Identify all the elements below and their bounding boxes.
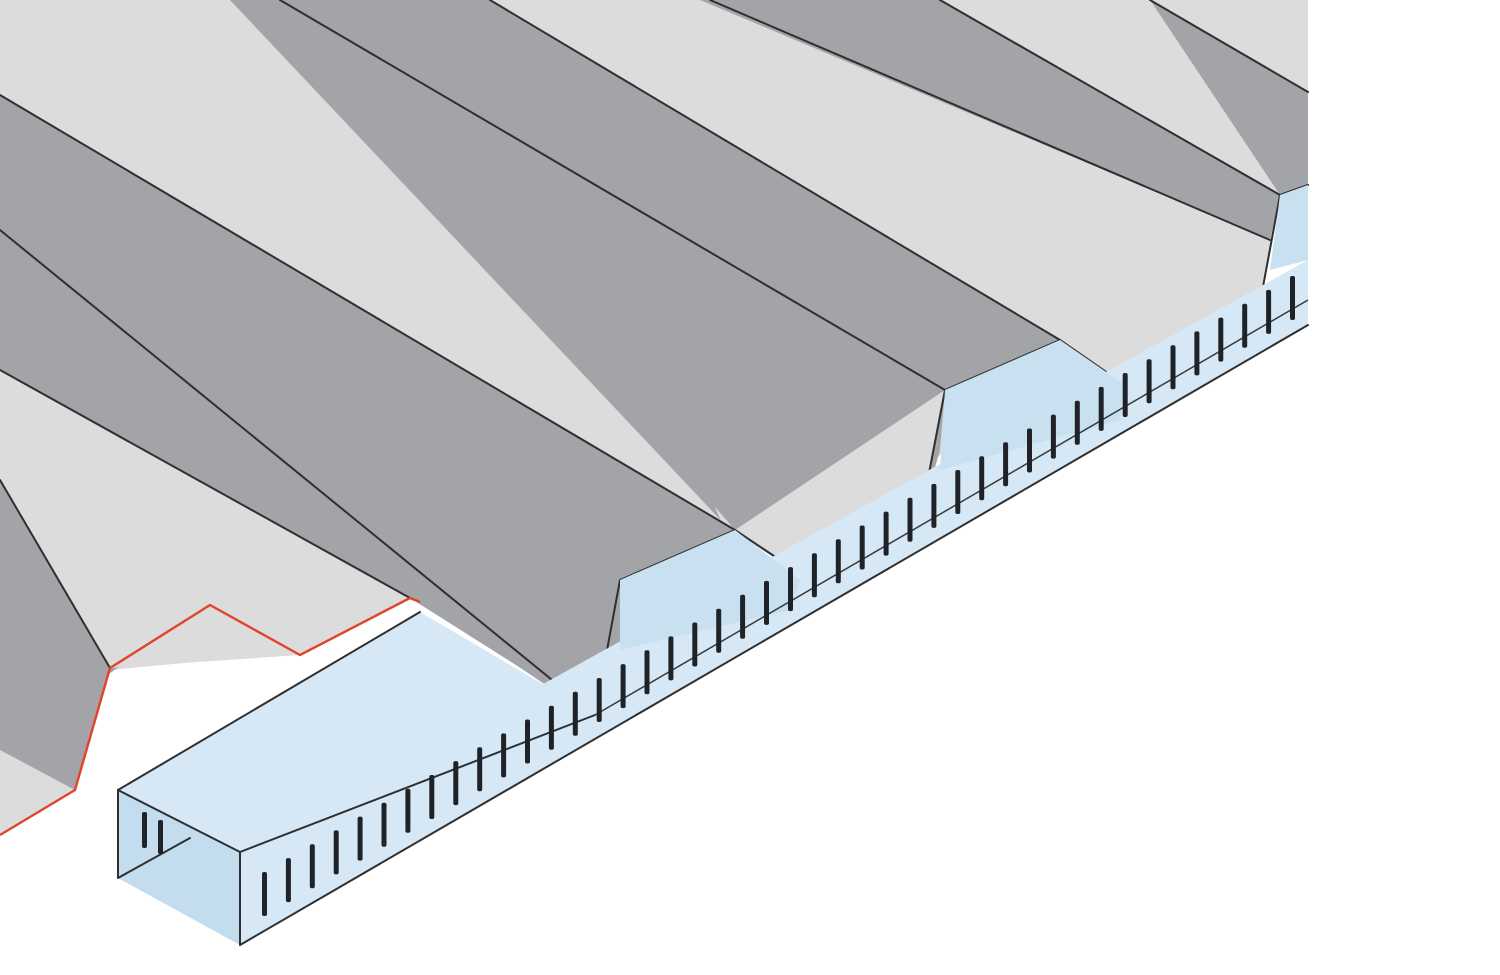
filler-top-face [118,612,595,852]
fold-line-5 [279,0,946,391]
filler-slot [429,775,435,819]
filler-slot [716,608,722,653]
filler-slot [572,691,578,736]
filler-slot [620,664,626,709]
filler-slot [644,650,650,695]
fold-line-8 [939,0,1281,196]
sheet-crest-lower [0,370,410,668]
filler-slot [1003,442,1009,487]
filler-slot [381,802,387,847]
cut-edge-profile [0,596,421,837]
filler-slot [1218,317,1224,362]
filler-outline-bottom [239,324,1309,946]
filler-slot [333,830,339,875]
filler-slot [979,456,985,501]
filler-slot [285,858,291,903]
filler-slot [1122,373,1128,417]
filler-perforations [262,276,1295,916]
filler-slot [501,733,507,778]
sheet-web-main-f [490,0,1270,340]
filler-slot-left-1 [142,812,147,848]
filler-slot [835,539,841,584]
filler-slot [788,567,793,612]
filler-slot [883,511,889,556]
fold-line-2 [0,229,596,716]
filler-slot [692,622,698,667]
filler-slot [1242,303,1248,348]
filler-slot [764,580,769,625]
filler-under-crest-1 [620,530,800,650]
fold-line-6 [489,0,1061,341]
filler-slot [811,553,817,598]
filler-slot [1027,428,1032,473]
filler-slot [740,594,746,639]
sheet-web-main-g [280,0,1060,390]
filler-left-wall [118,790,240,945]
filler-slot [309,844,315,889]
filler-slot [453,761,459,806]
sheet-strip-dark-3 [1150,0,1308,195]
filler-slot [1098,386,1104,431]
filler-slot [931,483,937,528]
fold-line-9 [1149,0,1309,93]
filler-under-crest-2 [940,340,1125,470]
filler-outline-left [117,789,191,879]
fold-line-7 [709,0,1271,241]
filler-slot [1194,331,1200,376]
sheet-strip-light-1 [0,0,800,530]
filler-outline-front-top [239,714,596,853]
filler-slot [907,497,913,542]
fold-line-4 [0,479,111,669]
sheet-web-lower [0,480,110,790]
filler-under-crest-3 [1270,185,1308,270]
sheet-crest-bottom [0,750,75,835]
filler-slot [1290,276,1295,320]
filler-outline-top [117,611,421,791]
filler-slot [1146,359,1152,404]
filler-slot [1074,400,1080,445]
filler-slot [262,872,267,916]
sheet-web-main-c [275,0,945,530]
sheet-web-main-a [0,95,735,715]
fold-line-3 [0,369,411,599]
filler-slot [1170,345,1176,390]
filler-slot [955,470,961,514]
filler-slot [668,636,674,681]
eaves-filler [117,185,1309,946]
filler-slot [525,719,530,764]
filler-slot [405,788,411,833]
filler-outline-mid [594,299,1309,716]
filler-slot [477,747,483,792]
filler-slot [596,678,602,722]
filler-slot [357,816,363,861]
roof-sheet [0,0,1309,837]
filler-slot [548,705,554,750]
fold-line-1 [0,94,736,531]
filler-slot [859,525,865,570]
filler-slot [1050,414,1056,459]
filler-slot [1266,289,1272,334]
filler-slot-left-2 [158,820,163,854]
